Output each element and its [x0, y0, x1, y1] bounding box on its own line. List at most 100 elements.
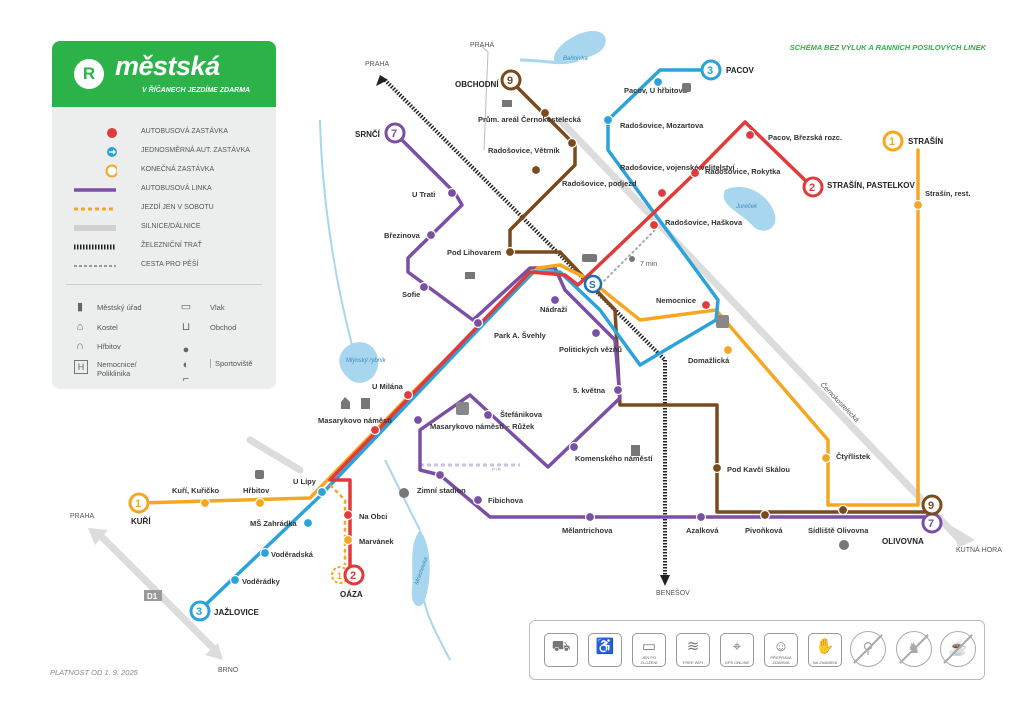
train-station-badge: S	[583, 274, 603, 294]
svg-text:7 min: 7 min	[640, 261, 657, 268]
svg-text:Mělantrichova: Mělantrichova	[562, 526, 613, 535]
svg-text:KUTNÁ HORA: KUTNÁ HORA	[956, 545, 1002, 554]
stop-labels: Pacov, U hřbitova Radošovice, Mozartova …	[172, 86, 970, 586]
svg-text:Fibichova: Fibichova	[488, 496, 524, 505]
terminal-l7-srnci: 7	[384, 122, 406, 144]
town-hall-icon: ▮	[76, 301, 84, 313]
brand-logo: R	[74, 59, 104, 89]
line-1-saturday-terminal-num: 1	[337, 571, 342, 581]
water-bodies	[319, 30, 776, 661]
svg-text:PRAHA: PRAHA	[470, 42, 494, 49]
terminal-l3-jazlovice: 3	[189, 600, 211, 622]
svg-text:S: S	[589, 280, 596, 291]
svg-text:Radošovice, vojenské velitelst: Radošovice, vojenské velitelství	[620, 163, 736, 172]
legend-item-road: SILNICE/DÁLNICE	[74, 223, 201, 231]
walk-icon	[629, 256, 635, 262]
town-hall-icon	[361, 398, 370, 409]
svg-text:U Lípy: U Lípy	[293, 477, 317, 486]
label-olivovna: OLIVOVNA	[882, 537, 924, 546]
train-icon	[582, 254, 597, 262]
legend-item-walk: CESTA PRO PĚŠÍ	[74, 261, 199, 268]
svg-text:1: 1	[135, 498, 141, 510]
line-7-route	[393, 131, 934, 519]
svg-text:Prům. areál Černokostelecká: Prům. areál Černokostelecká	[478, 115, 582, 124]
legend-item-oneway-stop: JEDNOSMĚRNÁ AUT. ZASTÁVKA	[52, 144, 276, 160]
brand-tagline: V ŘÍČANECH JEZDÍME ZDARMA	[142, 87, 251, 94]
svg-text:Radošovice, Rokytka: Radošovice, Rokytka	[705, 167, 781, 176]
svg-text:Zimní stadion: Zimní stadion	[417, 486, 466, 495]
line-2-saturday-route	[329, 484, 347, 565]
cemetery-icon	[255, 470, 264, 479]
legend-divider	[66, 284, 262, 285]
shop-icon: ⊔	[181, 321, 191, 333]
svg-text:Hřbitov: Hřbitov	[243, 486, 270, 495]
terminal-l2-pastelkov: 2	[802, 176, 824, 198]
sports-icon	[399, 488, 409, 498]
svg-text:Kuří, Kuřičko: Kuří, Kuřičko	[172, 486, 220, 495]
cemetery-icon: ∩	[76, 340, 84, 352]
terminal-l1-kuri: 1	[128, 492, 150, 514]
svg-text:2: 2	[809, 182, 815, 194]
svg-text:Mlýnský rybník: Mlýnský rybník	[346, 358, 387, 364]
line-3-route	[198, 68, 720, 612]
svg-text:Bahnivka: Bahnivka	[563, 56, 588, 62]
hospital-icon	[716, 315, 729, 328]
terminal-l2-oaza: 2	[343, 564, 365, 586]
svg-text:Pacov, Březská rozc.: Pacov, Březská rozc.	[768, 133, 842, 142]
svg-text:Voděrádky: Voděrádky	[242, 577, 281, 586]
amenities-panel: ⛟ ♿ ▭JEN PO ZLOŽENÍ ≋FREE WIFI ⌖GPS ONLI…	[529, 620, 985, 680]
svg-text:Pivoňková: Pivoňková	[745, 526, 783, 535]
svg-text:Sídliště Olivovna: Sídliště Olivovna	[808, 526, 869, 535]
svg-text:Komenského náměstí: Komenského náměstí	[575, 454, 653, 463]
svg-text:U Milána: U Milána	[372, 382, 404, 391]
legend-item-stop: AUTOBUSOVÁ ZASTÁVKA	[52, 125, 276, 141]
sports-icon	[839, 540, 849, 550]
svg-text:Voděradská: Voděradská	[271, 550, 314, 559]
church-icon	[341, 397, 350, 409]
top-note: SCHÉMA BEZ VÝLUK A RANNÍCH POSILOVÝCH LI…	[789, 43, 986, 52]
label-strasin: STRAŠÍN	[908, 137, 943, 146]
svg-text:2: 2	[350, 570, 356, 582]
brand-name: městská	[115, 51, 220, 81]
svg-text:Březinova: Březinova	[384, 231, 421, 240]
svg-text:7: 7	[928, 518, 934, 530]
svg-text:Jureček: Jureček	[735, 204, 758, 210]
svg-text:Nádraží: Nádraží	[540, 305, 568, 314]
line-9-route	[508, 80, 937, 514]
svg-text:PRAHA: PRAHA	[365, 61, 389, 68]
sports-icon: ⌐	[182, 373, 190, 385]
train-icon: ▭	[180, 301, 192, 313]
town-hall-icon	[631, 445, 640, 456]
svg-text:7: 7	[391, 128, 397, 140]
svg-text:Radošovice, podjezd: Radošovice, podjezd	[562, 179, 637, 188]
legend-item-saturday: JEZDÍ JEN V SOBOTU	[74, 204, 214, 211]
wifi-icon: ≋FREE WIFI	[676, 633, 710, 667]
svg-text:Radošovice, Mozartova: Radošovice, Mozartova	[620, 121, 704, 130]
church-icon: ⌂	[76, 321, 84, 333]
svg-text:Domažlická: Domažlická	[688, 356, 730, 365]
label-oaza: OÁZA	[340, 590, 363, 599]
stop-dots	[199, 76, 924, 586]
shop-icon	[502, 100, 512, 107]
gps-icon: ⌖GPS ONLINE	[720, 633, 754, 667]
d1-shield	[144, 590, 162, 601]
no-dog-icon: ♞	[896, 631, 932, 667]
legend-item-bus-line: AUTOBUSOVÁ LINKA	[74, 185, 212, 192]
label-kuri: KUŘÍ	[131, 517, 151, 526]
svg-text:Marvánek: Marvánek	[359, 537, 394, 546]
svg-text:1: 1	[889, 136, 895, 148]
svg-text:Radošovice, Větrník: Radošovice, Větrník	[488, 146, 561, 155]
sports-icon: ◐	[182, 359, 190, 371]
svg-text:9: 9	[928, 500, 934, 512]
label-pacov: PACOV	[726, 66, 755, 75]
no-bike-icon: ⚲	[850, 631, 886, 667]
svg-text:3: 3	[196, 606, 202, 618]
svg-text:MŠ Zahrádka: MŠ Zahrádka	[250, 519, 298, 528]
road-arrow-brno	[205, 643, 223, 660]
svg-text:PRAHA: PRAHA	[70, 513, 94, 520]
legend-item-railway: ŽELEZNIČNÍ TRAŤ	[74, 242, 202, 250]
svg-text:Čtyřlístek: Čtyřlístek	[836, 452, 871, 461]
terminal-l3-pacov: 3	[700, 59, 722, 81]
svg-text:Park A. Švehly: Park A. Švehly	[494, 331, 547, 340]
